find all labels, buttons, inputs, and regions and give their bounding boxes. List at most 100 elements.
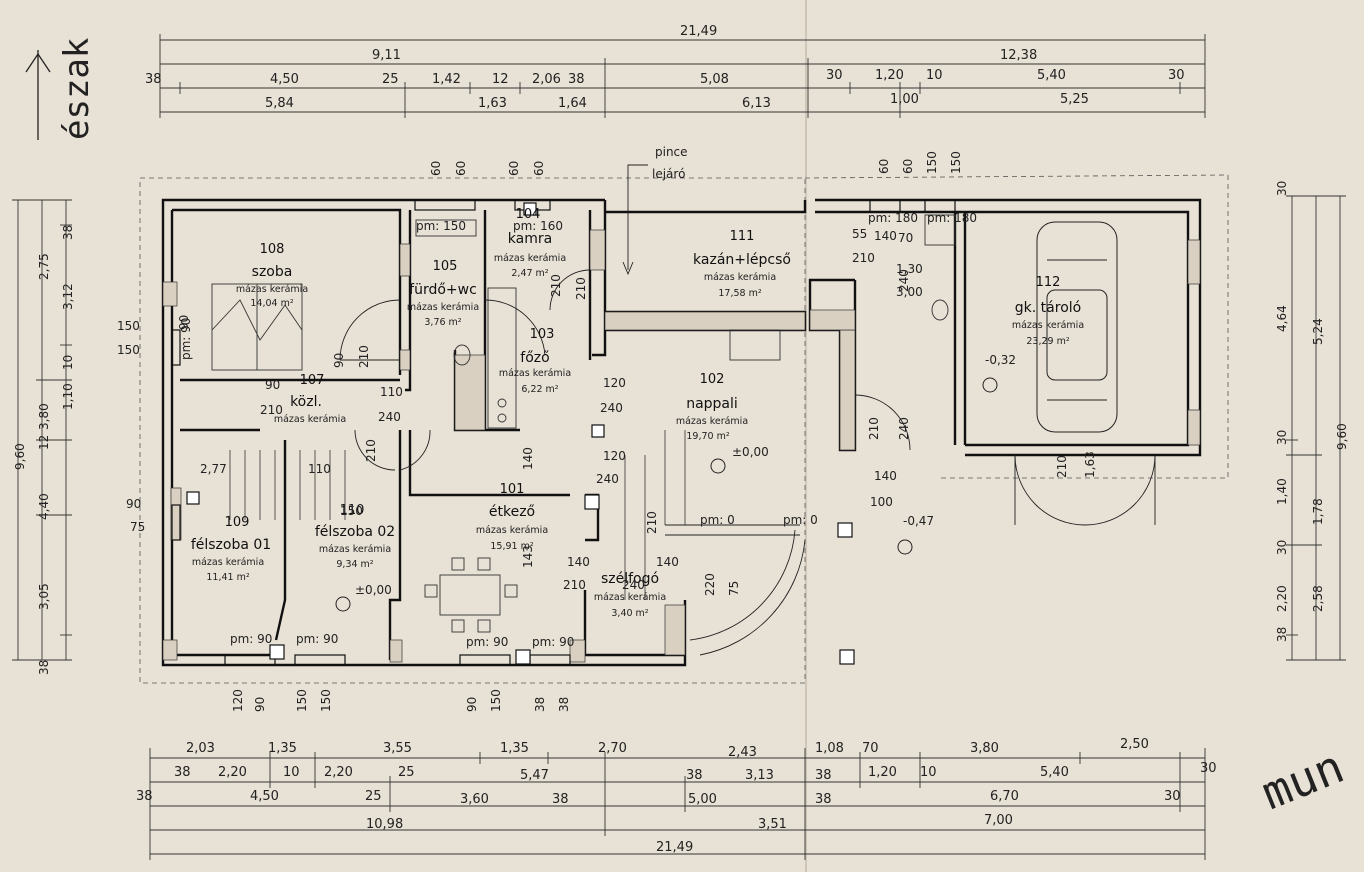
svg-text:220: 220 — [703, 573, 717, 596]
dim-total-top: 21,49 — [680, 24, 717, 39]
svg-text:4,64: 4,64 — [1275, 305, 1289, 332]
svg-text:főző: főző — [520, 350, 549, 366]
svg-text:gk. tároló: gk. tároló — [1015, 300, 1081, 316]
svg-text:15,91 m²: 15,91 m² — [490, 541, 533, 552]
svg-text:pm: 150: pm: 150 — [416, 219, 466, 233]
svg-text:közl.: közl. — [290, 394, 322, 410]
furniture — [211, 214, 956, 633]
svg-text:1,35: 1,35 — [268, 741, 297, 756]
room-102: 102 nappali mázas kerámia 19,70 m² — [676, 372, 748, 442]
svg-text:120: 120 — [603, 449, 626, 463]
svg-text:143: 143 — [521, 545, 535, 568]
svg-text:110: 110 — [340, 503, 365, 518]
svg-text:60: 60 — [507, 161, 521, 176]
svg-text:30: 30 — [1275, 181, 1289, 196]
svg-text:mázas kerámia: mázas kerámia — [274, 414, 346, 425]
svg-text:150: 150 — [925, 151, 939, 174]
svg-text:1,10: 1,10 — [61, 383, 75, 410]
svg-text:140: 140 — [874, 229, 897, 243]
svg-text:30: 30 — [1275, 540, 1289, 555]
svg-text:2,70: 2,70 — [598, 741, 627, 756]
dim-total-bottom: 21,49 — [656, 840, 693, 855]
svg-text:90: 90 — [253, 697, 267, 712]
svg-text:110: 110 — [308, 462, 331, 476]
svg-text:3,12: 3,12 — [61, 283, 75, 310]
svg-text:5,00: 5,00 — [688, 792, 717, 807]
svg-text:240: 240 — [378, 410, 401, 424]
svg-text:210: 210 — [260, 403, 283, 417]
svg-text:3,60: 3,60 — [460, 792, 489, 807]
parapet-labels: pm: 150 pm: 160 pm: 180 pm: 180 pm: 0 pm… — [179, 211, 977, 649]
svg-text:kazán+lépcső: kazán+lépcső — [693, 252, 791, 268]
svg-text:112: 112 — [1036, 275, 1061, 290]
svg-text:pm: 0: pm: 0 — [700, 513, 735, 527]
svg-text:4,40: 4,40 — [37, 493, 51, 520]
svg-text:150: 150 — [117, 319, 140, 333]
svg-text:mázas kerámia: mázas kerámia — [236, 284, 308, 295]
svg-text:1,00: 1,00 — [890, 92, 919, 107]
svg-text:14,04 m²: 14,04 m² — [250, 298, 293, 309]
svg-text:6,70: 6,70 — [990, 789, 1019, 804]
car-icon — [1036, 221, 1118, 433]
svg-text:félszoba 01: félszoba 01 — [191, 537, 271, 553]
svg-text:90: 90 — [126, 497, 141, 511]
svg-text:pm: 180: pm: 180 — [927, 211, 977, 225]
svg-text:mázas kerámia: mázas kerámia — [494, 253, 566, 264]
exterior-walls — [161, 198, 1202, 667]
svg-text:pince: pince — [655, 145, 688, 159]
svg-text:3,40 m²: 3,40 m² — [611, 608, 648, 619]
svg-text:2,06: 2,06 — [532, 72, 561, 87]
room-111: 111 kazán+lépcső mázas kerámia 17,58 m² — [693, 229, 791, 299]
svg-text:3,51: 3,51 — [758, 817, 787, 832]
svg-text:±0,00: ±0,00 — [355, 583, 392, 597]
door-swings — [339, 269, 1156, 656]
svg-text:1,35: 1,35 — [500, 741, 529, 756]
basement-stair-note: pince lejáró — [622, 145, 688, 276]
north-label: észak — [57, 38, 97, 140]
svg-text:1,20: 1,20 — [875, 68, 904, 83]
svg-text:150: 150 — [117, 343, 140, 357]
svg-text:5,24: 5,24 — [1311, 318, 1325, 345]
svg-text:90: 90 — [465, 697, 479, 712]
room-109: 109 félszoba 01 mázas kerámia 11,41 m² — [191, 515, 271, 583]
svg-text:pm: 90: pm: 90 — [179, 318, 193, 360]
svg-text:38: 38 — [552, 792, 569, 807]
svg-text:90: 90 — [332, 353, 346, 368]
svg-text:5,40: 5,40 — [1037, 68, 1066, 83]
svg-text:75: 75 — [727, 581, 741, 596]
stairs — [229, 430, 686, 600]
svg-text:140: 140 — [521, 447, 535, 470]
svg-text:1,63: 1,63 — [478, 96, 507, 111]
svg-text:30: 30 — [1164, 789, 1181, 804]
svg-text:30: 30 — [826, 68, 843, 83]
corner-text-fragment: mun — [1254, 739, 1351, 820]
svg-text:38: 38 — [686, 768, 703, 783]
svg-text:-0,32: -0,32 — [985, 353, 1016, 367]
svg-text:pm: 90: pm: 90 — [532, 635, 574, 649]
svg-text:102: 102 — [700, 372, 725, 387]
kitchen-counter-icon — [487, 287, 517, 429]
svg-text:240: 240 — [622, 578, 645, 592]
svg-text:pm: 90: pm: 90 — [296, 632, 338, 646]
svg-text:2,20: 2,20 — [218, 765, 247, 780]
svg-text:5,08: 5,08 — [700, 72, 729, 87]
bathtub-icon — [415, 219, 477, 237]
svg-text:75: 75 — [130, 520, 145, 534]
svg-text:210: 210 — [1055, 455, 1069, 478]
svg-text:lejáró: lejáró — [652, 167, 685, 181]
svg-text:1,40: 1,40 — [1275, 478, 1289, 505]
room-szelfogo: szélfogó mázas kerámia 3,40 m² — [594, 571, 666, 619]
svg-text:60: 60 — [877, 159, 891, 174]
svg-text:38: 38 — [568, 72, 585, 87]
svg-text:10: 10 — [920, 765, 937, 780]
room-108: 108 szoba mázas kerámia 14,04 m² — [236, 242, 308, 309]
svg-text:60: 60 — [532, 161, 546, 176]
svg-text:38: 38 — [557, 697, 571, 712]
svg-text:210: 210 — [364, 439, 378, 462]
svg-text:90: 90 — [265, 378, 280, 392]
room-105: 105 fürdő+wc mázas kerámia 3,76 m² — [407, 259, 479, 328]
fireplace-icon — [729, 329, 781, 361]
room-112: 112 gk. tároló mázas kerámia 23,29 m² — [1012, 275, 1084, 347]
svg-text:3,05: 3,05 — [37, 583, 51, 610]
